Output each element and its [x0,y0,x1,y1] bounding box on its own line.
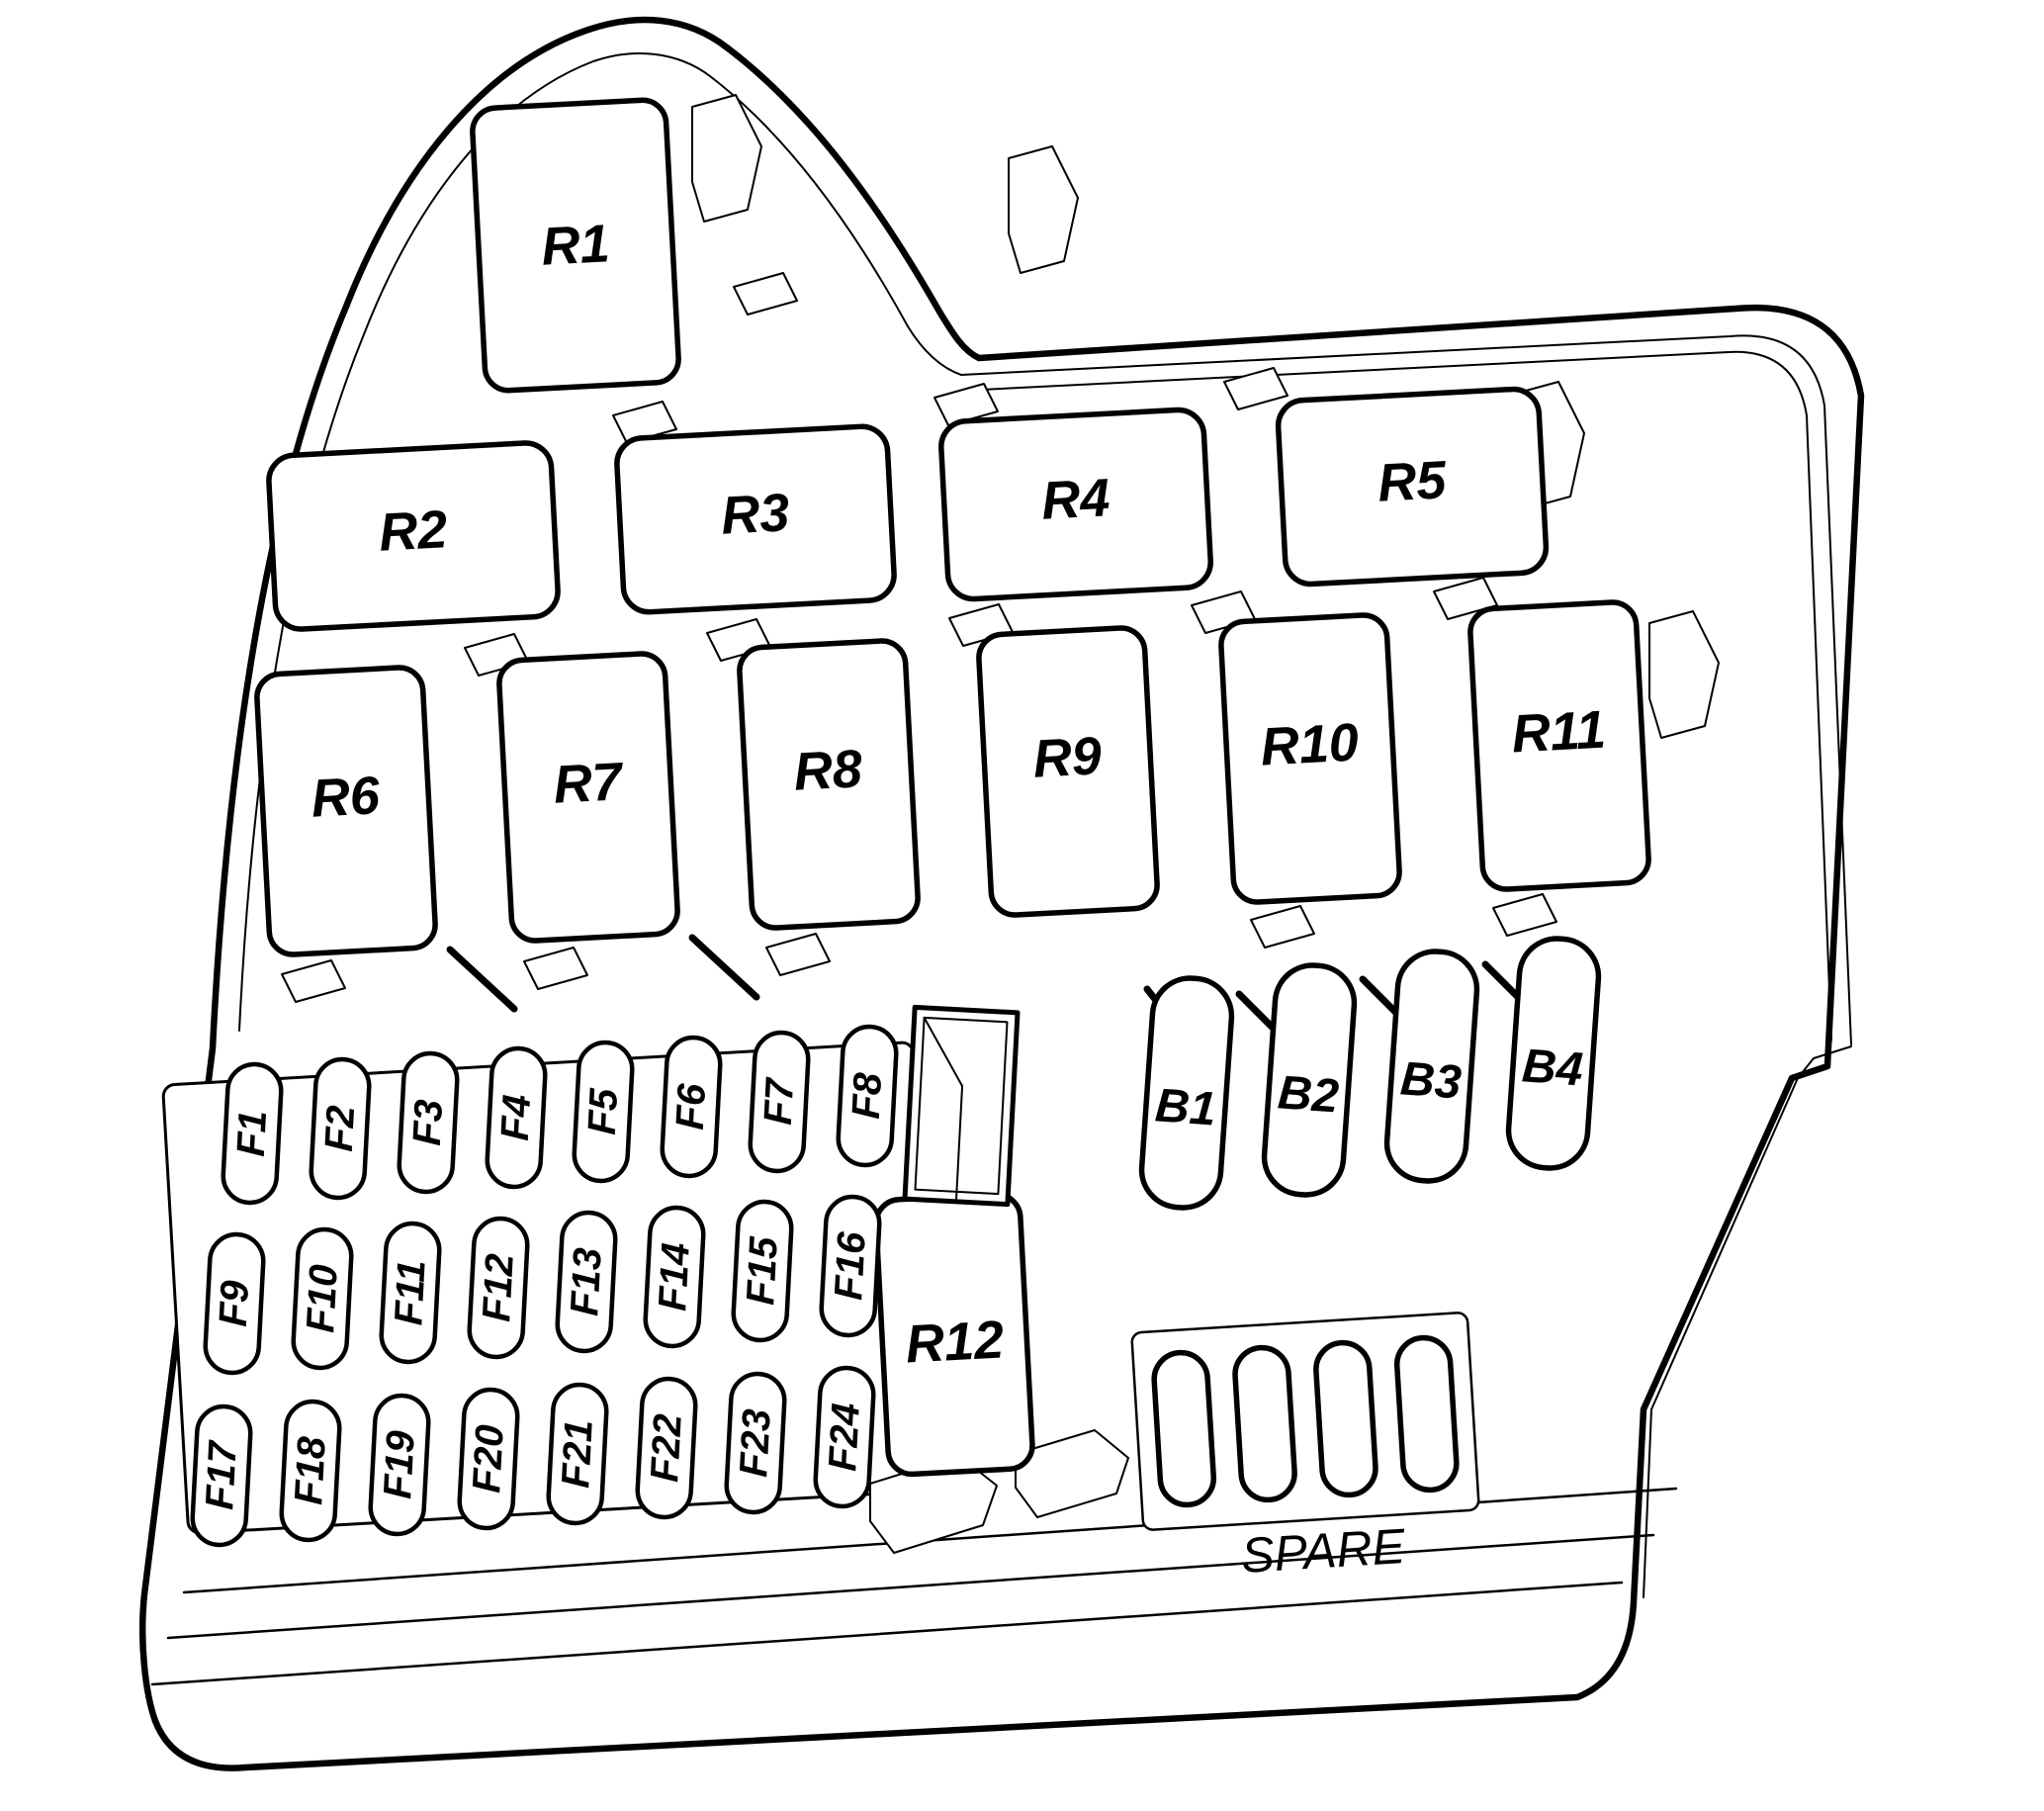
fuse-F19-label: F19 [376,1429,423,1500]
relay-R1: R1 [470,97,681,394]
relay-R10-label: R10 [1259,712,1360,776]
fuse-F6-label: F6 [668,1082,714,1132]
spare-label: SPARE [1240,1518,1408,1584]
fuse-F8-label: F8 [844,1071,890,1121]
relay-R11: R11 [1467,599,1651,892]
fuse-F10: F10 [291,1226,354,1371]
base-band-2 [166,1533,1655,1640]
relay-R1-label: R1 [540,214,611,277]
relay-R5: R5 [1275,386,1550,588]
spare-label-group: SPARE [1240,1518,1408,1584]
fuse-F17-label: F17 [198,1439,245,1511]
fuse-F8: F8 [836,1024,899,1168]
enclosure-inner-rim-2 [980,350,1832,1041]
fuse-F22: F22 [635,1376,698,1520]
spare-slot-4 [1393,1334,1460,1494]
relay-R11-label: R11 [1510,700,1607,765]
fuse-F17: F17 [190,1404,253,1548]
spare-slot-2 [1232,1344,1297,1503]
relay-R12-label: R12 [904,1310,1005,1374]
fuse-F15: F15 [731,1199,794,1343]
relay-R12: R12 [873,1191,1035,1478]
bolt-slot-B1-label: B1 [1154,1079,1218,1135]
fuse-F16-label: F16 [827,1230,874,1302]
fuse-F23: F23 [724,1371,787,1515]
fuse-F20-label: F20 [465,1423,512,1494]
relay-R2: R2 [266,440,561,632]
fuse-F1-label: F1 [229,1110,275,1158]
fuse-F20: F20 [457,1387,520,1531]
fuse-F21-label: F21 [554,1418,601,1489]
fuse-F19: F19 [368,1393,431,1537]
fuse-F14: F14 [643,1205,706,1349]
fuse-F15-label: F15 [739,1235,786,1307]
fuse-F11-label: F11 [387,1259,433,1326]
fuse-F4: F4 [485,1045,548,1190]
relay-R5-label: R5 [1377,450,1449,513]
fuse-F23-label: F23 [732,1407,779,1478]
fuse-F4-label: F4 [493,1094,539,1142]
fuse-F9: F9 [203,1231,266,1376]
relay-R7: R7 [496,651,680,944]
relay-R3-label: R3 [720,483,791,546]
spare-tray [1130,1312,1480,1531]
bolt-slot-B4: B4 [1505,936,1602,1171]
fuse-F24-label: F24 [821,1402,868,1472]
bolt-slot-B4-label: B4 [1521,1040,1585,1096]
fuse-F1: F1 [221,1061,284,1206]
fuse-F22-label: F22 [643,1412,690,1483]
fuse-F18-label: F18 [287,1435,334,1506]
relay-R8-label: R8 [792,739,863,802]
bolt-slot-B3-label: B3 [1399,1052,1464,1109]
fuse-F5-label: F5 [580,1087,626,1136]
bolt-slot-B2: B2 [1261,962,1358,1198]
fuse-F13-label: F13 [563,1246,610,1316]
relay-R4: R4 [938,407,1213,602]
relay-R3: R3 [614,423,897,615]
fuse-F2: F2 [309,1056,372,1201]
fuse-F2-label: F2 [317,1105,363,1153]
bolt-slot-B3: B3 [1383,949,1480,1184]
fuse-F5: F5 [572,1040,635,1184]
bolt-slot-B1: B1 [1138,975,1235,1211]
relay-R8: R8 [737,638,921,931]
fuse-F9-label: F9 [212,1279,257,1328]
right-step-inner [1643,1045,1852,1598]
fuse-F13: F13 [555,1210,618,1354]
relay-R9: R9 [976,625,1160,918]
relay-socket-opening [902,1004,1021,1208]
bolt-slot-B2-label: B2 [1277,1066,1341,1123]
fuse-F24: F24 [813,1365,876,1509]
spare-slot-3 [1313,1339,1378,1498]
base-band-3 [150,1581,1624,1686]
relay-R4-label: R4 [1040,468,1111,531]
relay-R9-label: R9 [1031,726,1103,789]
fuse-F12: F12 [467,1216,530,1360]
fuse-F18: F18 [279,1399,342,1543]
fuse-F7-label: F7 [756,1076,802,1127]
spare-slot-1 [1151,1349,1217,1508]
fuse-F16: F16 [819,1194,882,1338]
fuse-F7: F7 [748,1030,811,1174]
relay-R6: R6 [254,665,438,957]
fuse-F6: F6 [660,1035,723,1179]
relay-R10: R10 [1218,612,1402,905]
fuse-F11: F11 [379,1221,442,1365]
fuse-F3: F3 [397,1050,460,1195]
fuse-F10-label: F10 [299,1263,346,1333]
fuse-F3-label: F3 [405,1099,451,1147]
fuse-F12-label: F12 [475,1252,522,1322]
fuse-F21: F21 [546,1382,609,1526]
relay-R2-label: R2 [378,499,449,563]
fuse-F14-label: F14 [651,1241,698,1312]
relay-R6-label: R6 [310,766,382,829]
relay-R7-label: R7 [552,752,626,815]
